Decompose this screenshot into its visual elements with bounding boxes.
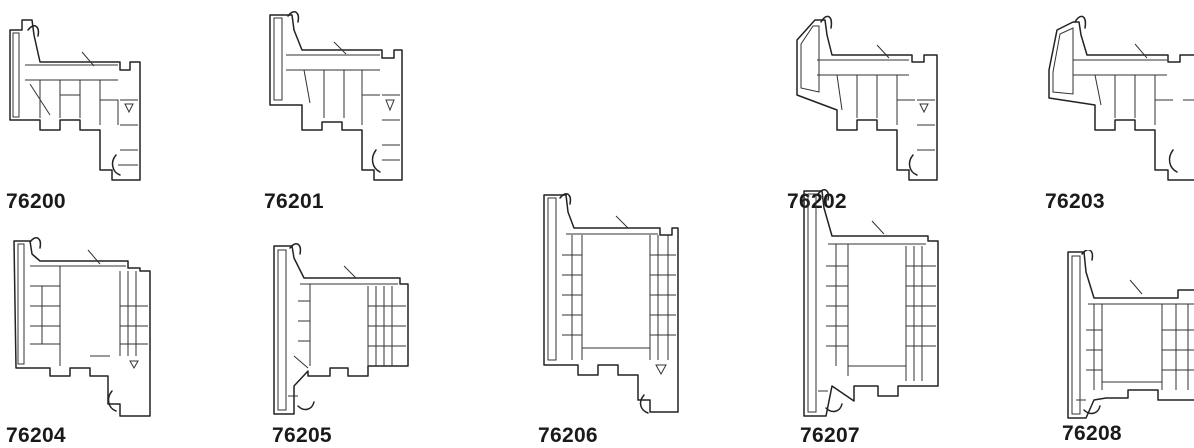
profile-drawing	[1048, 15, 1194, 181]
profile-76202: 76202	[787, 0, 987, 215]
profile-76201: 76201	[262, 0, 462, 215]
profile-drawing	[543, 193, 679, 414]
profile-76200: 76200	[0, 0, 200, 215]
profile-code: 76207	[800, 424, 860, 447]
profile-drawing	[796, 15, 938, 181]
profile-drawing	[803, 189, 939, 417]
profile-drawing	[273, 243, 409, 415]
profile-code: 76201	[264, 190, 324, 213]
profile-76208: 76208	[1058, 250, 1194, 448]
profile-drawing	[13, 237, 151, 417]
profile-drawing	[269, 11, 403, 181]
profile-drawing	[1067, 250, 1194, 419]
profile-code: 76205	[272, 424, 332, 447]
profile-code: 76203	[1045, 190, 1105, 213]
profile-76204: 76204	[0, 226, 200, 448]
profile-code: 76204	[6, 424, 66, 447]
profile-76203: 76203	[1043, 0, 1194, 215]
profile-76207: 76207	[798, 186, 998, 448]
profile-76205: 76205	[268, 226, 468, 448]
profile-code: 76202	[787, 190, 847, 213]
profile-code: 76206	[538, 424, 598, 447]
profile-drawing	[9, 19, 141, 181]
profile-code: 76200	[6, 190, 66, 213]
profile-76206: 76206	[538, 190, 738, 448]
profile-code: 76208	[1062, 422, 1122, 445]
